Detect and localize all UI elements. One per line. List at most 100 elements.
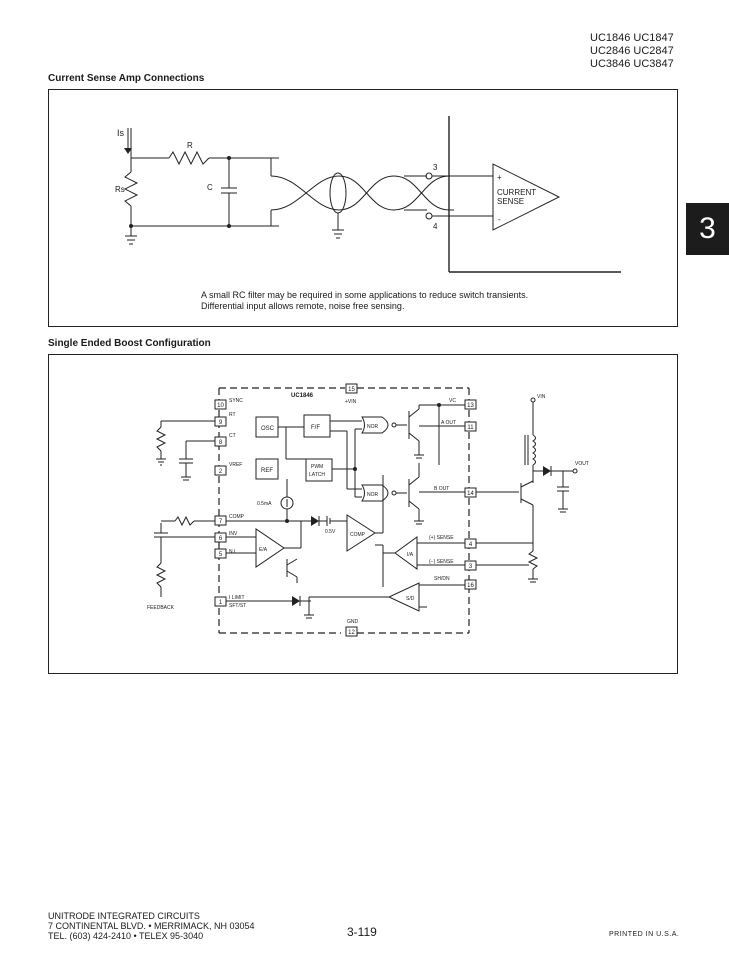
twisted-pair-wire-2 [270,175,454,211]
sftst-label: SFT/ST [229,603,246,609]
node-latch [353,467,357,471]
nor-b-bubble [391,490,397,496]
pin-8-label: 8 [219,440,223,446]
comp-diode [311,516,319,526]
output-stage-a [396,404,465,459]
boost-inductor [532,434,536,466]
sd-label: S/D [406,596,415,602]
nor-gate-b [361,484,389,502]
sense-neg-label: (−) SENSE [429,559,454,565]
node-cap-bottom [227,224,231,228]
output-stage-b [396,463,465,525]
pin-4-label: 4 [469,542,473,548]
shutdown-amp [387,582,420,612]
pin-9-label: 9 [219,420,223,426]
shield-ellipse [329,172,347,214]
rt-label: RT [229,412,236,418]
nor-b-label: NOR [367,492,379,498]
nor-gate-a [361,416,389,434]
a-out-label: A OUT [441,420,456,426]
error-amp [255,528,285,568]
ff-block [303,414,331,438]
vin-top-label: +VIN [345,399,357,405]
amp-label-1: CURRENT [497,188,536,197]
part-number-line-1: UC1846 UC1847 [590,32,674,44]
section-title-boost: Single Ended Boost Configuration [48,338,211,349]
c-label: C [207,183,213,192]
boost-diode [543,466,551,476]
amp-plus: + [497,173,502,182]
pin-15-label: 15 [348,387,355,393]
node-vc [437,403,441,407]
inv-label: INV [229,531,238,537]
pin-7-label: 7 [219,519,223,525]
pin-6-label: 6 [219,536,223,542]
part-number-line-3: UC3846 UC3847 [590,58,674,70]
gnd-label: GND [347,619,359,625]
footer-line-3: TEL. (603) 424-2410 • TELEX 95-3040 [48,931,204,941]
shdn-label: SH/DN [434,576,450,582]
caption: A small RC filter may be required in som… [201,290,528,312]
sense-resistor [527,550,539,570]
pin-5-label: 5 [219,552,223,558]
ea-q-c [286,558,298,566]
pwm-label-2: LATCH [309,472,325,478]
section-tab: 3 [686,203,729,255]
comp-pin-label: COMP [229,514,245,520]
current-sense-amp [492,163,561,231]
twisted-pair-wire-1 [270,175,454,211]
ref-block [255,458,279,480]
volt-05-label: 0.5V [325,529,336,535]
comp-comparator [346,514,376,552]
node-rs-bottom [129,224,133,228]
ff-label: F/F [311,425,320,431]
is-label: Is [117,128,125,138]
pin-13-label: 13 [467,403,474,409]
rs-label: Rs [115,185,125,194]
comp-resistor [174,515,195,527]
pin-15 [345,383,358,394]
vc-label: VC [449,398,456,404]
pwm-label-1: PWM [311,464,323,470]
feedback-resistor [155,562,167,588]
printed-label: PRINTED IN U.S.A. [609,931,680,938]
pin-12-label: 12 [348,630,355,636]
footer-line-2: 7 CONTINENTAL BLVD. • MERRIMACK, NH 0305… [48,921,255,931]
sync-label: SYNC [229,398,243,404]
node-comp [285,519,289,523]
sense-pos-label: (+) SENSE [429,535,454,541]
current-sense-schematic: Is R Rs C [115,116,621,273]
current-amp [394,536,418,570]
pin-11-label: 11 [467,425,474,431]
is-arrow-head [124,148,132,154]
nor-a-label: NOR [367,424,379,430]
pin-12 [345,626,358,637]
section-title-current-sense: Current Sense Amp Connections [48,73,205,84]
switch-c [520,480,534,488]
footer-address: UNITRODE INTEGRATED CIRCUITS 7 CONTINENT… [48,911,255,941]
pin4-terminal [425,212,433,220]
current-05-label: 0.5mA [257,501,272,507]
pin4-label: 4 [433,222,438,231]
footer-line-1: UNITRODE INTEGRATED CIRCUITS [48,911,200,921]
chip-label: UC1846 [291,393,314,399]
caption-line-2: Differential input allows remote, noise … [201,301,405,311]
osc-label: OSC [261,426,275,432]
r-label: R [187,141,193,150]
pwm-latch-block [305,458,333,482]
boost-figure: UC1846 +VIN 15 10 9 8 2 7 6 5 1 13 11 [48,354,678,674]
boost-schematic: UC1846 +VIN 15 10 9 8 2 7 6 5 1 13 11 [147,383,589,637]
ilimit-diode [292,596,300,606]
pin-2 [214,465,227,476]
resistor-r [168,150,210,166]
comp-block-label: COMP [350,532,366,538]
vout-label: VOUT [575,461,589,467]
ref-label: REF [261,468,273,474]
feedback-label: FEEDBACK [147,605,175,611]
caption-line-1: A small RC filter may be required in som… [201,290,529,300]
part-number-line-2: UC2846 UC2847 [590,45,674,57]
pin-2-label: 2 [219,469,223,475]
pin-3-label: 3 [469,564,473,570]
part-numbers: UC1846 UC1847 UC2846 UC2847 UC3846 UC384… [590,32,674,71]
nor-a-bubble [391,422,397,428]
